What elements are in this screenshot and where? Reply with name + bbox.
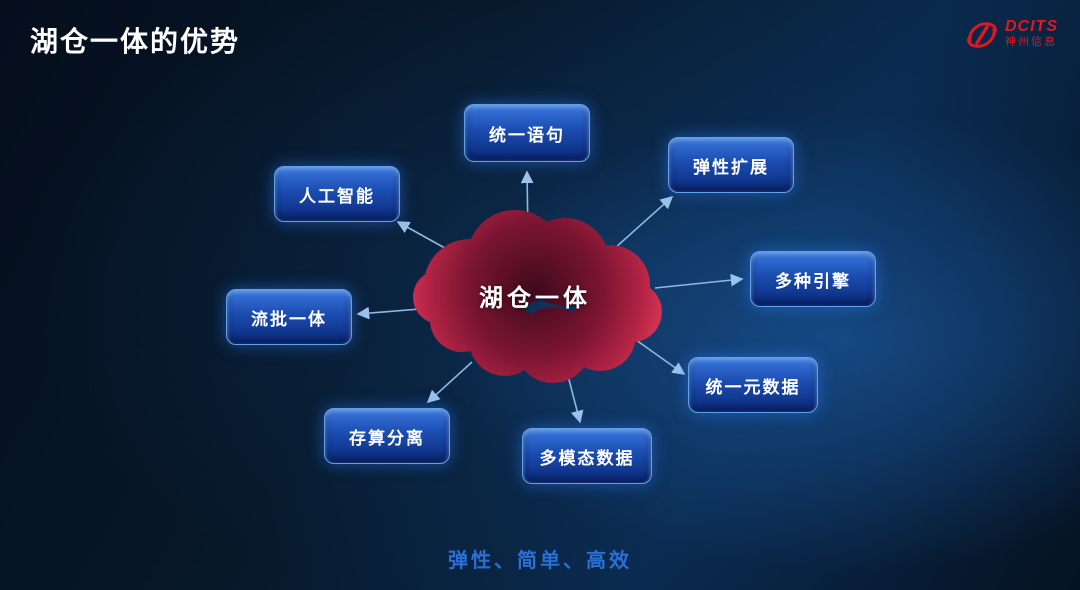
connector-arrow bbox=[654, 273, 744, 289]
connector-arrow bbox=[396, 221, 453, 253]
node-artificial-intelligence: 人工智能 bbox=[274, 166, 400, 222]
node-label: 弹性扩展 bbox=[693, 157, 769, 177]
center-cloud bbox=[413, 210, 662, 383]
connector-arrow bbox=[635, 339, 686, 375]
page-title: 湖仓一体的优势 bbox=[30, 26, 241, 57]
node-unified-statement: 统一语句 bbox=[464, 104, 590, 162]
node-elastic-scaling: 弹性扩展 bbox=[668, 137, 794, 193]
node-multimodal-data: 多模态数据 bbox=[522, 428, 652, 484]
node-label: 流批一体 bbox=[251, 309, 327, 329]
connector-arrow bbox=[426, 361, 473, 404]
connector-arrow bbox=[566, 371, 584, 424]
dcits-swoosh-icon bbox=[967, 22, 997, 48]
node-stream-batch-unified: 流批一体 bbox=[226, 289, 352, 345]
node-label: 人工智能 bbox=[299, 186, 375, 206]
node-label: 统一语句 bbox=[489, 125, 565, 145]
node-storage-compute-separation: 存算分离 bbox=[324, 408, 450, 464]
node-unified-metadata: 统一元数据 bbox=[688, 357, 818, 413]
connector-arrows bbox=[356, 170, 744, 424]
node-label: 存算分离 bbox=[349, 428, 425, 448]
node-multiple-engines: 多种引擎 bbox=[750, 251, 876, 307]
logo-brand: DCITS bbox=[1005, 18, 1058, 35]
logo-company: 神州信息 bbox=[1005, 36, 1057, 49]
center-cloud-label: 湖仓一体 bbox=[479, 285, 591, 312]
company-logo: DCITS 神州信息 bbox=[965, 18, 1058, 52]
footer-tagline: 弹性、简单、高效 bbox=[448, 550, 632, 572]
connector-arrow bbox=[614, 195, 674, 249]
logo-text: DCITS 神州信息 bbox=[1005, 18, 1058, 49]
node-label: 多模态数据 bbox=[539, 448, 635, 468]
node-label: 统一元数据 bbox=[705, 377, 801, 397]
node-label: 多种引擎 bbox=[775, 271, 851, 291]
